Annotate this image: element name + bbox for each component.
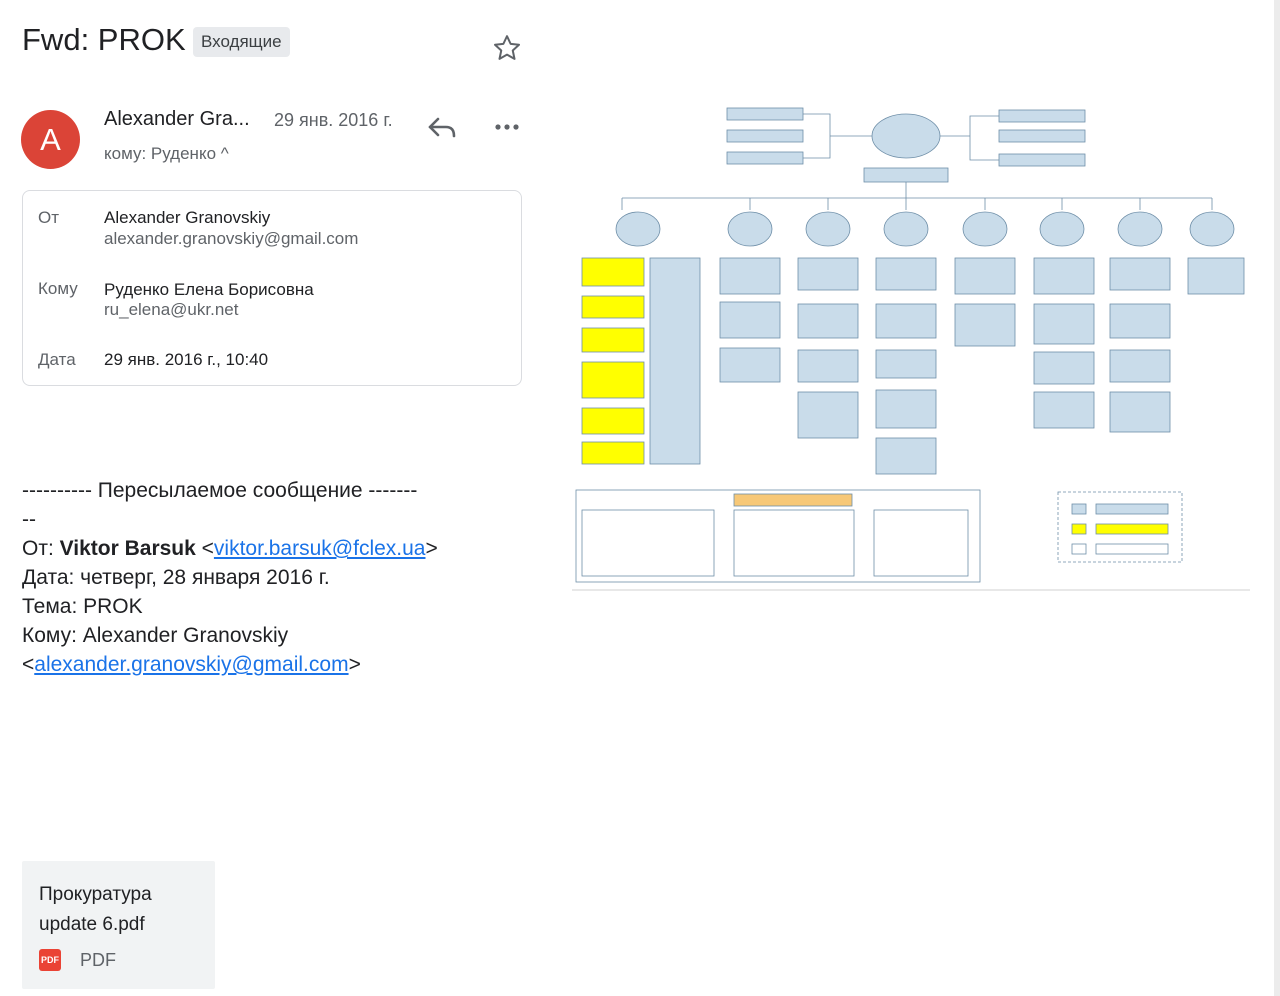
- details-from-name: Alexander Granovskiy: [104, 208, 271, 227]
- forwarded-to: Кому: Alexander Granovskiy: [22, 624, 289, 647]
- forwarded-to-email: <alexander.granovskiy@gmail.com>: [22, 650, 528, 679]
- star-icon[interactable]: [492, 33, 522, 63]
- gt-bracket: >: [425, 537, 438, 560]
- forwarded-from-name: Viktor Barsuk: [59, 537, 196, 560]
- email-details-card: [22, 190, 522, 386]
- details-date-label: Дата: [38, 350, 76, 369]
- forwarded-to-email-link[interactable]: alexander.granovskiy@gmail.com: [34, 653, 349, 676]
- pdf-icon: PDF: [39, 949, 61, 971]
- forwarded-header-line1: ---------- Пересылаемое сообщение ------…: [22, 479, 418, 502]
- email-subject: Fwd: PROK: [22, 22, 186, 57]
- more-icon[interactable]: [494, 118, 520, 136]
- details-to-name: Руденко Елена Борисовна: [104, 280, 314, 299]
- reply-icon[interactable]: [426, 114, 458, 142]
- details-date-value: 29 янв. 2016 г., 10:40: [104, 350, 269, 369]
- forwarded-from-prefix: От:: [22, 537, 60, 560]
- sender-name[interactable]: Alexander Gra...: [104, 108, 250, 130]
- attachment-name[interactable]: Прокуратура update 6.pdf: [39, 884, 152, 935]
- org-chart-image[interactable]: [572, 98, 1250, 592]
- forwarded-meta: От: Viktor Barsuk <viktor.barsuk@fclex.u…: [22, 534, 528, 679]
- forwarded-header-line2: --: [22, 508, 36, 531]
- forwarded-date: Дата: четверг, 28 января 2016 г.: [22, 566, 330, 589]
- forwarded-from-email-link[interactable]: viktor.barsuk@fclex.ua: [213, 537, 426, 560]
- inbox-label-chip[interactable]: Входящие: [193, 27, 290, 57]
- recipient-toggle[interactable]: кому: Руденко ^: [104, 144, 229, 163]
- gt-bracket: >: [348, 653, 361, 676]
- sender-avatar: A: [21, 110, 80, 169]
- details-to-email[interactable]: ru_elena@ukr.net: [104, 300, 239, 319]
- email-date: 29 янв. 2016 г.: [274, 110, 393, 130]
- lt-bracket: <: [22, 653, 35, 676]
- attachment-type: PDF: [80, 950, 116, 970]
- forwarded-subject: Тема: PROK: [22, 595, 143, 618]
- forwarded-from: От: Viktor Barsuk <viktor.barsuk@fclex.u…: [22, 534, 528, 563]
- lt-bracket: <: [201, 537, 214, 560]
- details-to-label: Кому: [38, 279, 78, 298]
- scrollbar-track[interactable]: [1274, 0, 1280, 996]
- forwarded-header: ---------- Пересылаемое сообщение ------…: [22, 476, 528, 534]
- details-from-label: От: [38, 208, 60, 227]
- details-from-email[interactable]: alexander.granovskiy@gmail.com: [104, 229, 359, 248]
